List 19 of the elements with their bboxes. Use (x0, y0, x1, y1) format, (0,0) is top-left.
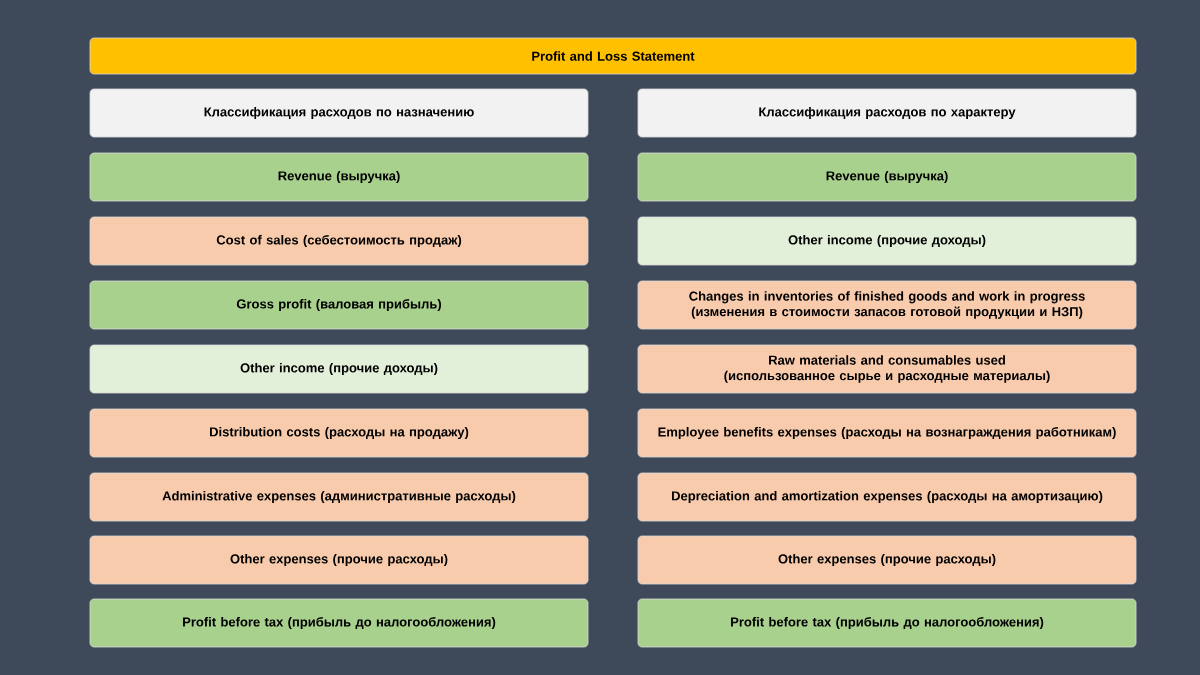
item-box: Other expenses (прочие расходы) (89, 535, 589, 585)
item-box: Administrative expenses (административные расходы) (89, 472, 589, 522)
item-box: Changes in inventories of finished goods and work in progress (изменения в стоимости запасов готовой продукции и НЗП) (637, 280, 1137, 330)
title-bar: Profit and Loss Statement (89, 37, 1137, 75)
item-box: Raw materials and consumables used (использованное сырье и расходные материалы) (637, 344, 1137, 394)
header-box: Классификация расходов по характеру (637, 88, 1137, 138)
item-box: Profit before tax (прибыль до налогообложения) (89, 598, 589, 648)
item-box: Revenue (выручка) (89, 152, 589, 202)
item-box: Employee benefits expenses (расходы на вознаграждения работникам) (637, 408, 1137, 458)
item-box: Cost of sales (себестоимость продаж) (89, 216, 589, 266)
item-box: Profit before tax (прибыль до налогообложения) (637, 598, 1137, 648)
item-box: Other income (прочие доходы) (89, 344, 589, 394)
item-box: Depreciation and amortization expenses (расходы на амортизацию) (637, 472, 1137, 522)
item-box: Other income (прочие доходы) (637, 216, 1137, 266)
item-box: Distribution costs (расходы на продажу) (89, 408, 589, 458)
item-box: Revenue (выручка) (637, 152, 1137, 202)
header-box: Классификация расходов по назначению (89, 88, 589, 138)
item-box: Other expenses (прочие расходы) (637, 535, 1137, 585)
item-box: Gross profit (валовая прибыль) (89, 280, 589, 330)
